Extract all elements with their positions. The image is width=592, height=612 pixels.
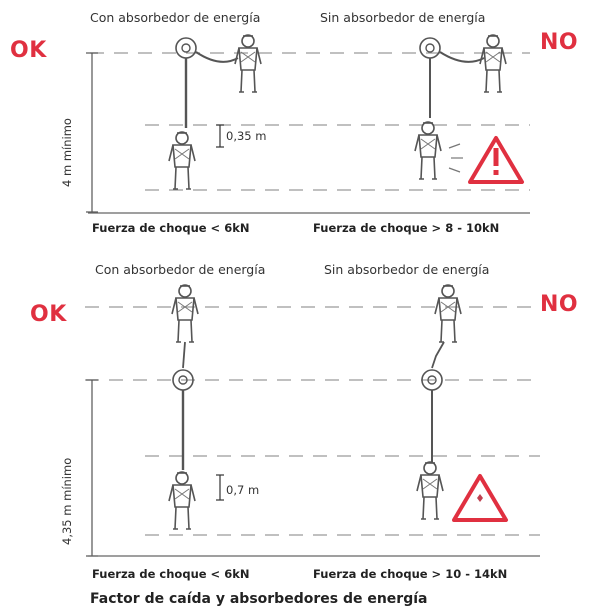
bottom-ok-label: OK — [30, 302, 67, 327]
top-right-worker-icon — [479, 34, 507, 93]
top-force-right: Fuerza de choque > 8 - 10kN — [313, 221, 500, 235]
bottom-no-label: NO — [540, 292, 579, 317]
top-height-label: 4 m mínimo — [60, 118, 74, 187]
top-warning-icon — [468, 136, 524, 184]
bottom-right-fallen-worker-icon — [416, 461, 444, 520]
bottom-left-fallen-worker-icon — [168, 471, 196, 530]
top-no-label: NO — [540, 30, 579, 55]
bottom-left-rope — [182, 341, 186, 369]
top-right-fallen-worker-icon — [414, 121, 442, 180]
top-right-impact-lines — [448, 143, 463, 173]
top-height-dimension — [86, 52, 98, 213]
figure-caption: Factor de caída y absorbedores de energí… — [90, 591, 428, 607]
bottom-warning-icon — [452, 474, 508, 522]
top-fall-label: 0,35 m — [226, 129, 267, 143]
bottom-left-fall-dimension — [216, 474, 224, 501]
top-left-fall-dimension — [216, 124, 224, 148]
top-ok-label: OK — [10, 38, 47, 63]
bottom-left-worker-icon — [171, 284, 199, 343]
bottom-fall-label: 0,7 m — [226, 483, 260, 497]
bottom-col-left-label: Con absorbedor de energía — [95, 262, 266, 277]
top-left-anchor-icon — [175, 37, 197, 59]
top-col-left-label: Con absorbedor de energía — [90, 10, 261, 25]
bottom-height-dimension — [86, 379, 98, 557]
top-right-anchor-icon — [419, 37, 441, 59]
bottom-right-rope — [431, 341, 445, 369]
bottom-col-right-label: Sin absorbedor de energía — [324, 262, 490, 277]
bottom-force-right: Fuerza de choque > 10 - 14kN — [313, 567, 508, 581]
top-col-right-label: Sin absorbedor de energía — [320, 10, 486, 25]
top-left-worker-icon — [234, 34, 262, 93]
bottom-dashed-lines — [85, 306, 540, 536]
top-left-fallen-worker-icon — [168, 131, 196, 190]
top-dashed-lines — [90, 52, 530, 191]
top-left-rope — [195, 51, 239, 63]
bottom-force-left: Fuerza de choque < 6kN — [92, 567, 250, 581]
bottom-right-worker-icon — [434, 284, 462, 343]
top-force-left: Fuerza de choque < 6kN — [92, 221, 250, 235]
bottom-height-label: 4,35 m mínimo — [60, 457, 74, 545]
